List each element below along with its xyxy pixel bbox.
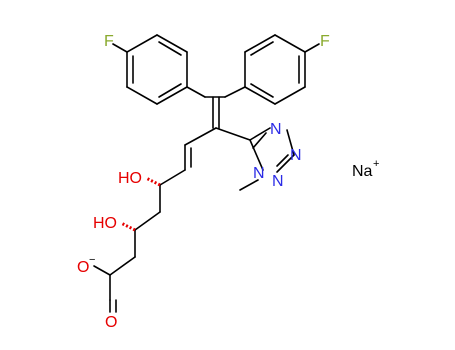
right-fluorophenyl-ring [244,34,320,105]
hydroxyl-c5-label: HO [118,170,142,187]
fluorine-left-label: F [104,33,114,50]
carboxylate-o-minus-label: O [77,259,89,276]
carbonyl-o-label: O [105,314,117,331]
carboxylate-charge: − [89,254,95,266]
sodium-charge: + [373,158,379,170]
tetrazole-n4-label: N [253,165,265,182]
hydroxyl-c3-label: HO [93,215,117,232]
heptenoate-chain [109,127,217,276]
diaryl-ethene-core [186,86,246,129]
left-fluorophenyl-ring [112,34,188,105]
carboxylate-group [93,265,117,313]
tetrazole-n2-label: N [290,147,302,164]
fluorine-right-label: F [320,33,330,50]
tetrazole-n3-label: N [272,173,284,190]
tetrazole-ring [215,127,295,191]
stereo-wedge-c5 [145,176,161,187]
stereo-wedge-c3 [120,221,136,232]
tetrazole-n1-label: N [270,121,282,138]
sodium-counterion-label: Na [352,163,373,180]
